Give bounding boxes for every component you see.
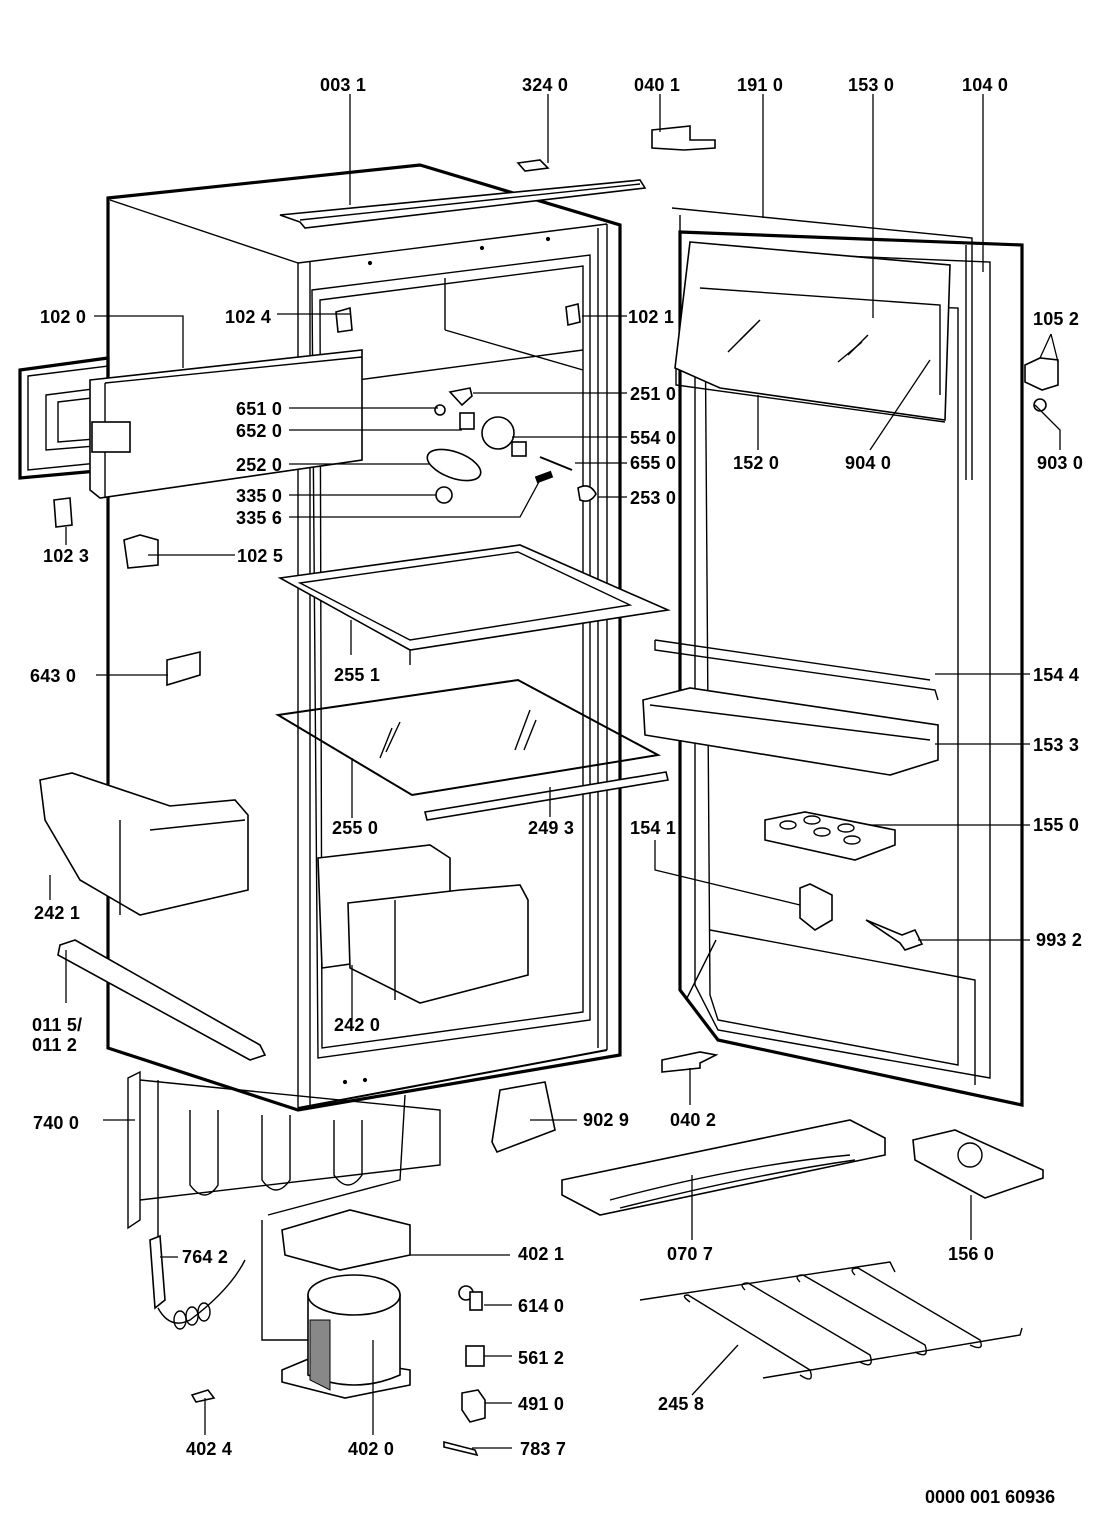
part-label-764-2: 764 2 <box>182 1247 229 1267</box>
door-handle <box>1024 357 1059 391</box>
plug <box>1033 398 1047 412</box>
freezer-door <box>18 349 363 499</box>
evaporator <box>639 1261 1023 1380</box>
top-trim-strip <box>279 179 647 229</box>
part-label-154-1: 154 1 <box>630 818 677 838</box>
service-pipe <box>443 1440 479 1457</box>
part-label-255-0: 255 0 <box>332 818 379 838</box>
shelf-trim <box>424 771 669 821</box>
part-label-156-0: 156 0 <box>948 1244 995 1264</box>
part-label-191-0: 191 0 <box>737 75 784 95</box>
part-label-335-0: 335 0 <box>236 486 283 506</box>
clip <box>190 1389 216 1403</box>
dryer <box>149 1234 246 1330</box>
part-label-102-0: 102 0 <box>40 307 87 327</box>
part-label-252-0: 252 0 <box>236 455 283 475</box>
cover-plate <box>491 1081 556 1154</box>
part-label-245-8: 245 8 <box>658 1394 705 1414</box>
part-label-242-0: 242 0 <box>334 1015 381 1035</box>
drip-tray <box>281 1209 411 1271</box>
compressor <box>281 1274 411 1399</box>
condenser <box>127 1070 441 1240</box>
part-label-255-1: 255 1 <box>334 665 381 685</box>
part-label-102-1: 102 1 <box>628 307 675 327</box>
framed-glass-shelf <box>277 544 671 665</box>
part-label-011-5-011-2: 011 5/ 011 2 <box>32 1015 83 1055</box>
part-label-614-0: 614 0 <box>518 1296 565 1316</box>
bottle-holder <box>799 883 833 931</box>
part-label-040-1: 040 1 <box>634 75 681 95</box>
cabinet <box>106 163 622 1112</box>
part-label-402-1: 402 1 <box>518 1244 565 1264</box>
part-label-249-3: 249 3 <box>528 818 575 838</box>
part-label-993-2: 993 2 <box>1036 930 1083 950</box>
crisper-drawer-right <box>317 844 529 1004</box>
part-label-904-0: 904 0 <box>845 453 892 473</box>
part-label-102-4: 102 4 <box>225 307 272 327</box>
part-label-903-0: 903 0 <box>1037 453 1084 473</box>
top-clip <box>516 159 550 172</box>
part-label-102-3: 102 3 <box>43 546 90 566</box>
upper-hinge-bracket <box>651 125 716 151</box>
upper-door-compartment <box>674 241 951 423</box>
part-label-251-0: 251 0 <box>630 384 677 404</box>
control-cluster <box>426 387 597 504</box>
overload-protector <box>465 1345 485 1367</box>
lower-hinge-bracket <box>661 1051 719 1073</box>
part-label-324-0: 324 0 <box>522 75 569 95</box>
crisper-drawer-left <box>39 772 249 916</box>
part-label-253-0: 253 0 <box>630 488 677 508</box>
part-label-003-1: 003 1 <box>320 75 367 95</box>
ventilation-grille <box>561 1119 886 1216</box>
bottle-retainer-bar <box>654 639 939 701</box>
part-label-105-2: 105 2 <box>1033 309 1080 329</box>
part-label-102-5: 102 5 <box>237 546 284 566</box>
document-number: 0000 001 60936 <box>925 1487 1056 1507</box>
part-label-155-0: 155 0 <box>1033 815 1080 835</box>
part-label-554-0: 554 0 <box>630 428 677 448</box>
part-label-902-9: 902 9 <box>583 1110 630 1130</box>
part-label-740-0: 740 0 <box>33 1113 80 1133</box>
freezer-hinge-left <box>335 306 353 333</box>
refrigerant-tubing <box>261 1094 406 1341</box>
part-label-561-2: 561 2 <box>518 1348 565 1368</box>
door-bottle-shelf <box>642 687 939 776</box>
part-label-651-0: 651 0 <box>236 399 283 419</box>
part-label-783-7: 783 7 <box>520 1439 567 1459</box>
part-label-402-4: 402 4 <box>186 1439 233 1459</box>
terminal-cover <box>461 1389 486 1423</box>
part-label-655-0: 655 0 <box>630 453 677 473</box>
relay <box>458 1285 483 1311</box>
scraper <box>865 919 924 951</box>
part-label-153-3: 153 3 <box>1033 735 1080 755</box>
part-label-335-6: 335 6 <box>236 508 283 528</box>
egg-tray <box>764 811 896 861</box>
hinge-cover <box>123 534 159 569</box>
part-label-643-0: 643 0 <box>30 666 77 686</box>
base-rail <box>57 939 267 1061</box>
part-label-104-0: 104 0 <box>962 75 1009 95</box>
freezer-hinge-pin <box>53 497 73 528</box>
freezer-hinge-right <box>565 303 581 326</box>
part-label-154-4: 154 4 <box>1033 665 1080 685</box>
part-label-152-0: 152 0 <box>733 453 780 473</box>
part-label-652-0: 652 0 <box>236 421 283 441</box>
part-label-491-0: 491 0 <box>518 1394 565 1414</box>
part-label-402-0: 402 0 <box>348 1439 395 1459</box>
ice-cube-tray <box>912 1129 1044 1199</box>
part-label-242-1: 242 1 <box>34 903 81 923</box>
part-label-040-2: 040 2 <box>670 1110 717 1130</box>
glass-shelf <box>275 678 662 797</box>
door-gasket <box>671 207 973 480</box>
part-label-070-7: 070 7 <box>667 1244 714 1264</box>
rating-plate-holder <box>166 650 201 687</box>
leader-lines <box>49 94 1061 1449</box>
part-label-153-0: 153 0 <box>848 75 895 95</box>
